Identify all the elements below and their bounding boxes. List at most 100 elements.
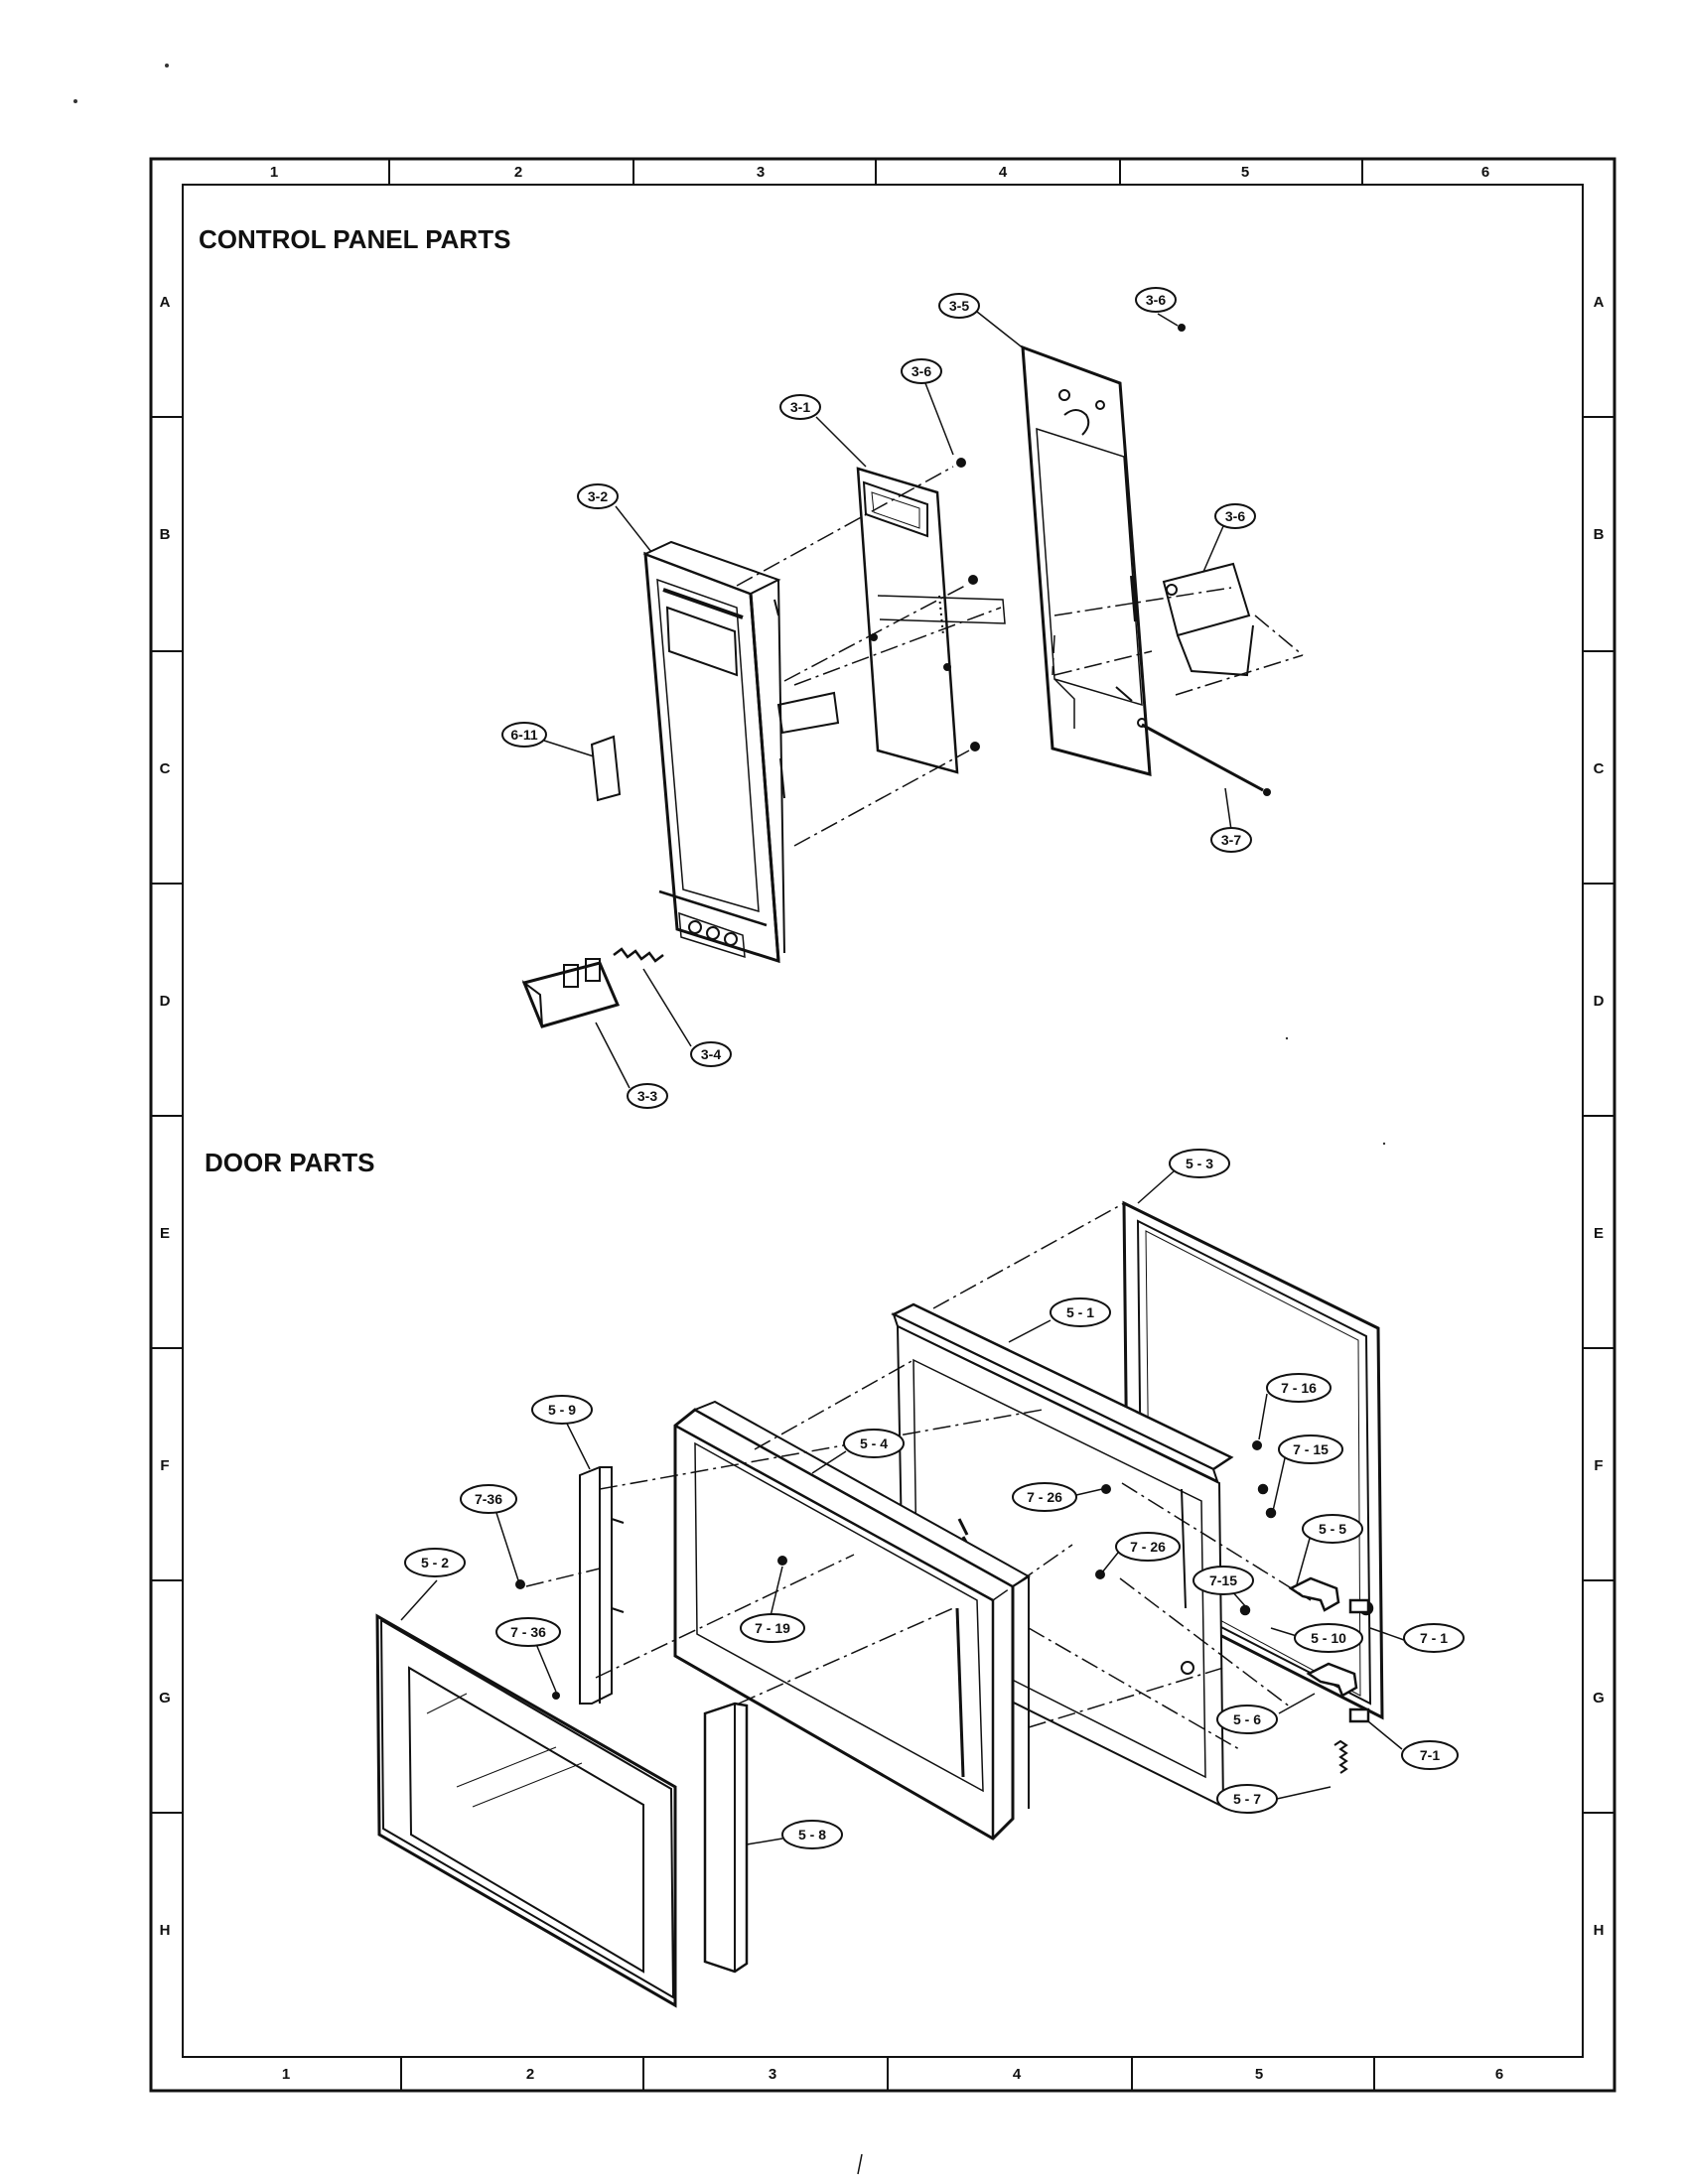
callout-5-1[interactable]: 5 - 1 xyxy=(1008,1297,1111,1343)
row-left-D: D xyxy=(160,993,171,1010)
col-top-5: 5 xyxy=(1241,164,1249,181)
part-number: 3-4 xyxy=(701,1046,721,1062)
col-bottom-4: 4 xyxy=(1013,2066,1022,2083)
part-number: 7-36 xyxy=(475,1491,502,1507)
callout-5-10[interactable]: 5 - 10 xyxy=(1270,1623,1363,1653)
part-number: 3-6 xyxy=(1146,292,1166,308)
callout-7-26-top[interactable]: 7 - 26 xyxy=(1012,1482,1103,1512)
col-top-6: 6 xyxy=(1481,164,1489,181)
callout-5-4[interactable]: 5 - 4 xyxy=(811,1429,905,1474)
back-plate-drawing xyxy=(1021,344,1152,776)
col-top-3: 3 xyxy=(757,164,765,181)
hinge-strip-drawing xyxy=(579,1466,625,1705)
part-number: 7-15 xyxy=(1209,1572,1237,1588)
callout-5-8[interactable]: 5 - 8 xyxy=(746,1820,843,1849)
callout-7-19[interactable]: 7 - 19 xyxy=(740,1566,805,1643)
row-left-G: G xyxy=(159,1690,171,1706)
callout-5-9[interactable]: 5 - 9 xyxy=(531,1395,593,1470)
callout-7-15-top[interactable]: 7 - 15 xyxy=(1272,1434,1343,1512)
callout-3-6-board[interactable]: 3-6 xyxy=(901,358,954,456)
part-number: 5 - 7 xyxy=(1233,1791,1261,1807)
bracket-drawing xyxy=(1162,562,1254,677)
col-bottom-2: 2 xyxy=(526,2066,534,2083)
callout-3-2[interactable]: 3-2 xyxy=(577,483,652,553)
part-number: 3-5 xyxy=(949,298,969,314)
part-number: 6-11 xyxy=(510,727,537,743)
callout-7-16[interactable]: 7 - 16 xyxy=(1258,1373,1332,1440)
row-right-H: H xyxy=(1594,1922,1605,1939)
col-bottom-5: 5 xyxy=(1255,2066,1263,2083)
screw-top-right-drawing xyxy=(1178,324,1186,332)
part-number: 5 - 5 xyxy=(1319,1521,1346,1537)
row-left-C: C xyxy=(160,760,171,777)
row-right-G: G xyxy=(1593,1690,1605,1706)
part-number: 3-6 xyxy=(912,363,931,379)
scan-mark xyxy=(857,2153,863,2175)
callout-5-3[interactable]: 5 - 3 xyxy=(1137,1149,1230,1204)
part-number: 3-1 xyxy=(790,399,810,415)
col-bottom-3: 3 xyxy=(769,2066,776,2083)
part-number: 5 - 6 xyxy=(1233,1711,1261,1727)
door-title: DOOR PARTS xyxy=(205,1148,374,1177)
callout-7-15-mid[interactable]: 7-15 xyxy=(1193,1566,1254,1609)
part-number: 7 - 26 xyxy=(1027,1489,1062,1505)
row-left-A: A xyxy=(160,294,171,311)
callout-6-11[interactable]: 6-11 xyxy=(501,722,595,757)
row-right-C: C xyxy=(1594,760,1605,777)
door-screws-drawing xyxy=(515,1440,1262,1700)
callout-5-7[interactable]: 5 - 7 xyxy=(1216,1784,1332,1814)
callout-7-36-mid[interactable]: 7 - 36 xyxy=(495,1617,561,1693)
callout-7-26-mid[interactable]: 7 - 26 xyxy=(1101,1532,1181,1573)
part-number: 5 - 10 xyxy=(1311,1630,1346,1646)
callout-3-5[interactable]: 3-5 xyxy=(938,293,1026,350)
label-6-11-drawing xyxy=(590,735,622,802)
part-number: 3-7 xyxy=(1221,832,1241,848)
col-top-4: 4 xyxy=(999,164,1008,181)
part-number: 7 - 36 xyxy=(510,1624,546,1640)
callout-3-7[interactable]: 3-7 xyxy=(1210,787,1252,853)
part-number: 5 - 2 xyxy=(421,1555,449,1570)
front-panel-drawing xyxy=(642,540,840,964)
part-number: 7 - 26 xyxy=(1130,1539,1166,1555)
col-bottom-1: 1 xyxy=(282,2066,290,2083)
part-number: 7 - 1 xyxy=(1420,1630,1448,1646)
callout-3-3[interactable]: 3-3 xyxy=(595,1022,668,1109)
control-panel-leader-lines xyxy=(736,466,1304,847)
grid-labels: 1 2 3 4 5 6 1 2 3 4 5 6 A B C D E F G H … xyxy=(159,164,1605,2083)
row-left-E: E xyxy=(160,1225,170,1242)
part-number: 7 - 19 xyxy=(755,1620,790,1636)
callout-3-6-top[interactable]: 3-6 xyxy=(1135,287,1179,327)
door-frame-body-drawing xyxy=(673,1400,1031,1841)
callout-3-1[interactable]: 3-1 xyxy=(779,394,867,468)
long-screw-drawing xyxy=(1141,723,1264,792)
part-number: 7-1 xyxy=(1420,1747,1440,1763)
callout-5-5[interactable]: 5 - 5 xyxy=(1296,1514,1363,1585)
row-right-A: A xyxy=(1594,294,1605,311)
row-left-F: F xyxy=(160,1457,169,1474)
callout-3-6-bracket[interactable]: 3-6 xyxy=(1202,503,1256,573)
part-number: 3-3 xyxy=(637,1088,657,1104)
control-panel-illustration xyxy=(521,324,1271,1028)
row-right-E: E xyxy=(1594,1225,1604,1242)
part-number: 7 - 16 xyxy=(1281,1380,1317,1396)
callout-5-6[interactable]: 5 - 6 xyxy=(1216,1693,1316,1734)
row-right-D: D xyxy=(1594,993,1605,1010)
callout-7-36-left[interactable]: 7-36 xyxy=(460,1484,519,1581)
door-leader-lines xyxy=(525,1202,1312,1750)
part-number: 7 - 15 xyxy=(1293,1441,1329,1457)
button-block-drawing xyxy=(521,947,664,1028)
callout-3-4[interactable]: 3-4 xyxy=(642,968,732,1067)
callout-7-1-top[interactable]: 7 - 1 xyxy=(1369,1623,1465,1653)
callout-7-1-bottom[interactable]: 7-1 xyxy=(1367,1720,1459,1770)
door-cover-strip-drawing xyxy=(703,1702,749,1974)
drawing-frame xyxy=(149,157,1616,2093)
callout-5-2[interactable]: 5 - 2 xyxy=(400,1548,466,1621)
part-number: 3-2 xyxy=(588,488,608,504)
scan-specks xyxy=(73,64,1386,1146)
part-number: 5 - 1 xyxy=(1066,1304,1094,1320)
row-left-H: H xyxy=(160,1922,171,1939)
col-bottom-6: 6 xyxy=(1495,2066,1503,2083)
door-illustration xyxy=(375,1200,1384,2008)
part-callouts: 3-5 3-6 3-6 3-1 3-6 3-2 xyxy=(400,287,1465,1849)
